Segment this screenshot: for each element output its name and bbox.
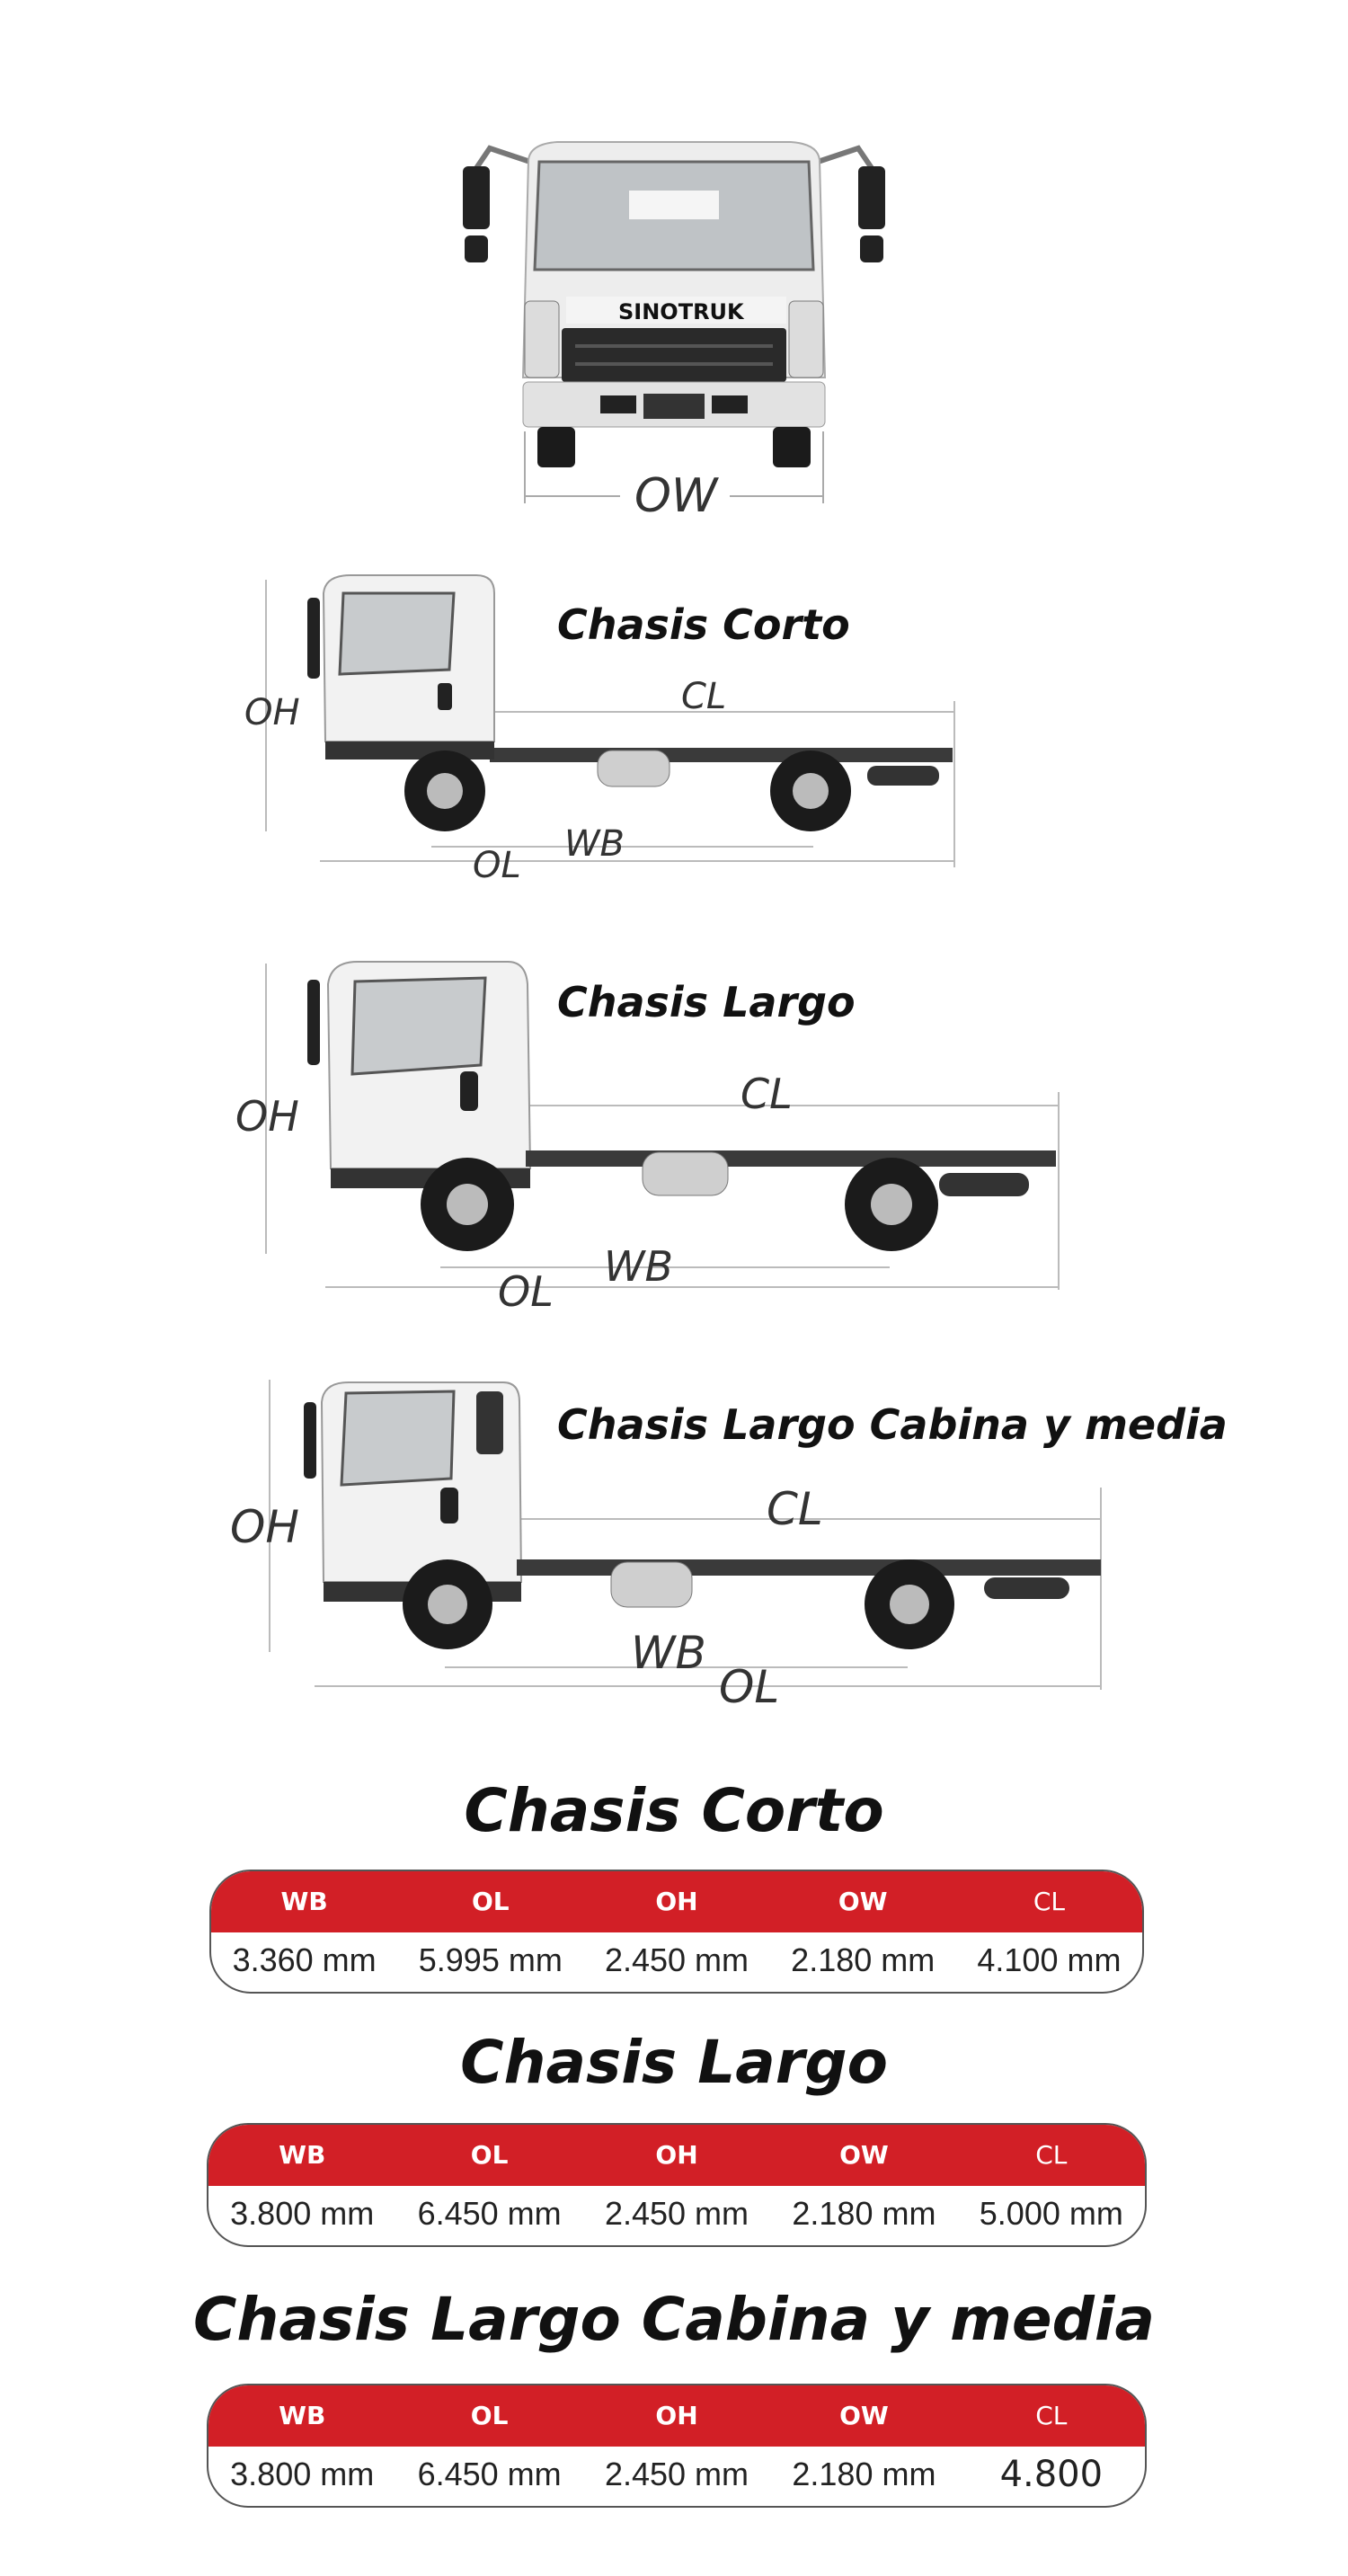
spec-section-title: Chasis Corto	[464, 1776, 884, 1845]
value-cell: 2.450 mm	[604, 2456, 749, 2492]
diagram-title: Chasis Largo	[557, 978, 856, 1026]
header-cell: OW	[839, 2401, 889, 2430]
diagram-title: Chasis Largo Cabina y media	[557, 1400, 1228, 1449]
header-cell: OH	[655, 2401, 698, 2430]
value-cell: 5.000 mm	[979, 2195, 1123, 2232]
header-cell: CL	[1035, 2140, 1068, 2170]
value-cell: 2.450 mm	[604, 1941, 749, 1978]
truck-side-view-short	[265, 574, 955, 867]
spec-table-header: WB OL OH OW CL	[208, 2125, 1145, 2186]
header-cell: OL	[470, 2401, 509, 2430]
spec-table: WB OL OH OW CL 3.360 mm 5.995 mm 2.450 m…	[209, 1870, 1144, 1994]
diagram-title: Chasis Corto	[557, 600, 850, 649]
header-cell: OH	[655, 2140, 698, 2170]
header-cell: OL	[470, 2140, 509, 2170]
value-cell: 3.800 mm	[230, 2456, 375, 2492]
value-cell: 2.450 mm	[604, 2195, 749, 2232]
spec-table-header: WB OL OH OW CL	[211, 1871, 1142, 1932]
value-cell: 6.450 mm	[417, 2195, 562, 2232]
oh-dimension-label: OH	[230, 1501, 299, 1553]
value-cell: 6.450 mm	[417, 2456, 562, 2492]
spec-table-header: WB OL OH OW CL	[208, 2385, 1145, 2447]
wb-dimension-label: WB	[564, 823, 625, 865]
header-cell: WB	[279, 2140, 326, 2170]
header-cell: OL	[471, 1887, 510, 1916]
spec-section-title: Chasis Largo	[460, 2028, 888, 2097]
ow-dimension-label: OW	[634, 469, 718, 523]
right-mirror	[858, 166, 885, 229]
value-cell: 2.180 mm	[792, 2195, 936, 2232]
left-mirror	[463, 166, 490, 229]
wb-dimension-label: WB	[604, 1242, 674, 1291]
cl-dimension-label: CL	[767, 1483, 823, 1535]
ol-dimension-label: OL	[719, 1661, 780, 1713]
header-cell: CL	[1035, 2401, 1068, 2430]
oh-dimension-label: OH	[235, 1092, 299, 1141]
header-cell: OW	[838, 1887, 888, 1916]
spec-table-row: 3.800 mm 6.450 mm 2.450 mm 2.180 mm 4.80…	[208, 2447, 1145, 2506]
header-cell: CL	[1033, 1887, 1065, 1916]
cl-dimension-label: CL	[681, 676, 727, 717]
brand-logo: SINOTRUK	[618, 299, 745, 324]
truck-side-view-long-cab-and-half	[269, 1380, 1102, 1690]
value-cell: 4.100 mm	[977, 1941, 1122, 1978]
header-cell: WB	[280, 1887, 328, 1916]
header-cell: OW	[839, 2140, 889, 2170]
spec-table-row: 3.360 mm 5.995 mm 2.450 mm 2.180 mm 4.10…	[211, 1932, 1142, 1992]
value-cell: 3.360 mm	[232, 1941, 377, 1978]
truck-side-view-long	[265, 961, 1060, 1290]
header-cell: WB	[279, 2401, 326, 2430]
truck-front-view: SINOTRUK	[463, 141, 885, 503]
value-cell: 2.180 mm	[792, 2456, 936, 2492]
spec-table-row: 3.800 mm 6.450 mm 2.450 mm 2.180 mm 5.00…	[208, 2186, 1145, 2245]
value-cell: 4.800	[999, 2454, 1104, 2495]
header-cell: OH	[655, 1887, 698, 1916]
spec-section-title: Chasis Largo Cabina y media	[192, 2285, 1156, 2354]
value-cell: 2.180 mm	[791, 1941, 936, 1978]
cl-dimension-label: CL	[741, 1070, 793, 1118]
ol-dimension-label: OL	[498, 1267, 554, 1316]
oh-dimension-label: OH	[244, 692, 300, 733]
value-cell: 3.800 mm	[230, 2195, 375, 2232]
value-cell: 5.995 mm	[418, 1941, 563, 1978]
ol-dimension-label: OL	[473, 845, 521, 886]
spec-table: WB OL OH OW CL 3.800 mm 6.450 mm 2.450 m…	[207, 2384, 1147, 2508]
spec-table: WB OL OH OW CL 3.800 mm 6.450 mm 2.450 m…	[207, 2123, 1147, 2247]
wb-dimension-label: WB	[631, 1627, 706, 1679]
